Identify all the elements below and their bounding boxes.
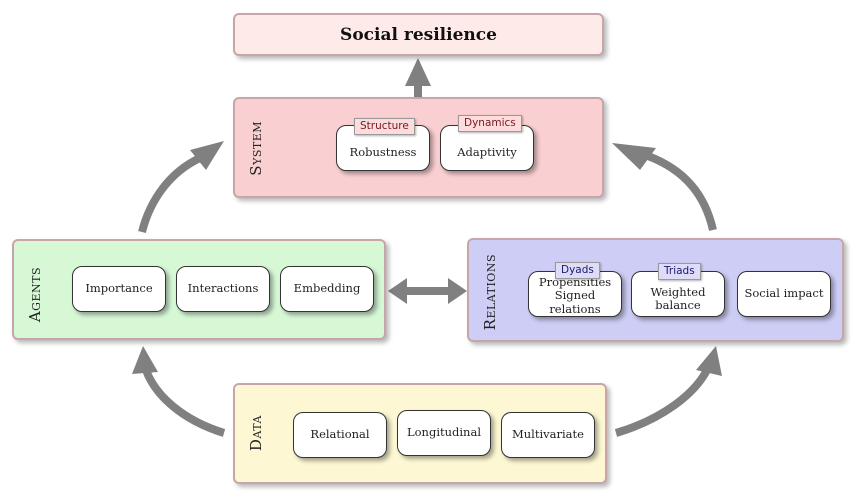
importance-label: Importance bbox=[85, 281, 153, 296]
arrowhead-agents bbox=[132, 346, 158, 374]
data-panel: Data Relational Longitudinal Multivariat… bbox=[233, 383, 607, 484]
longitudinal-box: Longitudinal bbox=[397, 410, 491, 456]
arrow-relations-to-system bbox=[646, 152, 717, 231]
adaptivity-label: Adaptivity bbox=[457, 145, 517, 160]
relational-label: Relational bbox=[310, 427, 370, 442]
data-label: Data bbox=[247, 415, 265, 452]
relations-panel: Relations Propensities Signed relations … bbox=[467, 238, 844, 342]
agents-panel: Agents Importance Interactions Embedding bbox=[12, 239, 386, 340]
social-impact-box: Social impact bbox=[737, 271, 831, 317]
embedding-label: Embedding bbox=[293, 281, 361, 296]
dyads-tag: Dyads bbox=[555, 262, 600, 279]
signed-relations-label: Signed relations bbox=[549, 288, 601, 316]
social-resilience-panel: Social resilience bbox=[233, 13, 604, 56]
arrowhead-relations bbox=[696, 346, 722, 376]
arrow-data-to-agents bbox=[142, 368, 226, 437]
system-panel: System Robustness Structure Adaptivity D… bbox=[233, 97, 604, 198]
arrowhead-system-left bbox=[190, 141, 224, 170]
robustness-label: Robustness bbox=[349, 145, 417, 160]
structure-tag: Structure bbox=[354, 118, 415, 135]
system-label: System bbox=[247, 121, 265, 176]
dynamics-tag: Dynamics bbox=[458, 115, 522, 132]
adaptivity-box: Adaptivity bbox=[440, 125, 534, 171]
arrow-data-to-relations bbox=[614, 366, 712, 437]
agents-label: Agents bbox=[26, 267, 44, 323]
weighted-balance-label: Weighted balance bbox=[650, 284, 706, 312]
interactions-label: Interactions bbox=[187, 281, 259, 296]
interactions-box: Interactions bbox=[176, 266, 270, 312]
importance-box: Importance bbox=[72, 266, 166, 312]
longitudinal-label: Longitudinal bbox=[406, 425, 481, 440]
page-title: Social resilience bbox=[340, 24, 497, 45]
arrowhead-relations-right bbox=[448, 278, 467, 304]
arrow-agents-to-system bbox=[138, 154, 202, 234]
triads-tag: Triads bbox=[658, 263, 701, 280]
embedding-box: Embedding bbox=[280, 266, 374, 312]
social-impact-label: Social impact bbox=[744, 286, 824, 301]
arrowhead-system-right bbox=[612, 143, 656, 170]
relations-label: Relations bbox=[481, 254, 499, 331]
multivariate-label: Multivariate bbox=[512, 427, 584, 442]
relational-box: Relational bbox=[293, 412, 387, 458]
arrowhead-agents-left bbox=[388, 278, 407, 304]
arrowhead-title bbox=[405, 58, 431, 86]
multivariate-box: Multivariate bbox=[501, 412, 595, 458]
